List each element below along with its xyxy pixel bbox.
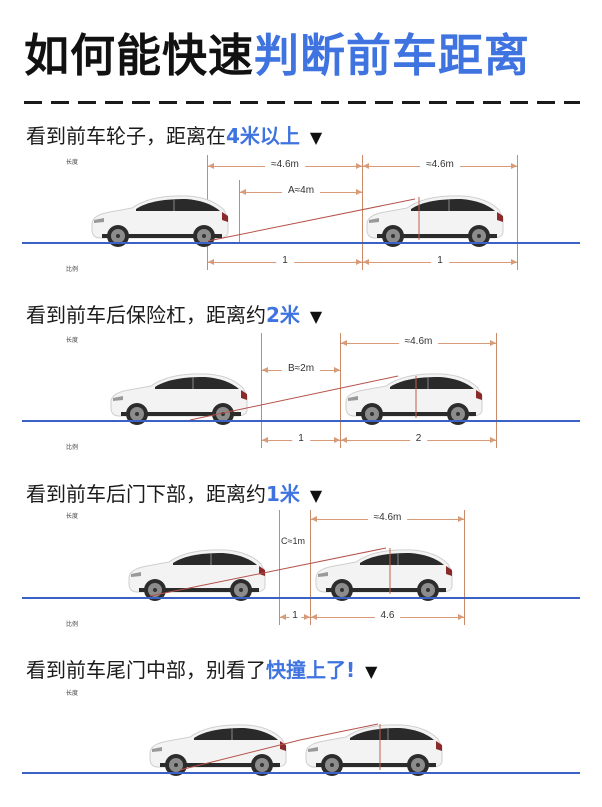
- heading-highlight: 快撞上了!: [266, 658, 356, 682]
- length-label: 长度: [66, 159, 79, 166]
- title-black-part: 如何能快速: [24, 29, 255, 82]
- ratio-label: 比例: [66, 621, 79, 628]
- dimension-car-length: ≈4.6m: [208, 159, 362, 172]
- dimension-ratio: 2: [341, 433, 496, 446]
- title-blue-part: 判断前车距离: [254, 29, 531, 82]
- heading-text: 看到前车轮子，距离在: [26, 124, 226, 148]
- guide-line: [239, 180, 240, 244]
- ground-line: [22, 597, 580, 599]
- down-triangle-icon: ▼: [309, 128, 323, 147]
- heading-highlight: 4米以上: [226, 124, 300, 148]
- length-label: 长度: [66, 690, 79, 697]
- heading-highlight: 2米: [266, 303, 300, 327]
- section-1-heading: 看到前车轮子，距离在4米以上 ▼: [26, 120, 322, 149]
- guide-line: [496, 333, 497, 448]
- down-triangle-icon: ▼: [309, 307, 323, 326]
- heading-highlight: 1米: [266, 482, 300, 506]
- section-4-heading: 看到前车尾门中部，别看了快撞上了! ▼: [26, 654, 377, 683]
- dimension-ratio: 1: [280, 610, 310, 623]
- dimension-car-length: ≈4.6m: [311, 512, 464, 525]
- dimension-car-length: ≈4.6m: [363, 159, 517, 172]
- guide-line: [362, 155, 363, 270]
- ground-line: [22, 772, 580, 774]
- heading-text: 看到前车尾门中部，别看了: [26, 658, 266, 682]
- guide-line: [340, 333, 341, 448]
- dimension-gap-label: C≈1m: [281, 536, 305, 546]
- dimension-car-length: ≈4.6m: [341, 336, 496, 349]
- down-triangle-icon: ▼: [365, 662, 378, 681]
- section-3-heading: 看到前车后门下部，距离约1米 ▼: [26, 478, 322, 507]
- guide-line: [279, 510, 280, 625]
- length-label: 长度: [66, 337, 79, 344]
- ground-line: [22, 242, 580, 244]
- ratio-label: 比例: [66, 444, 79, 451]
- down-triangle-icon: ▼: [309, 486, 323, 505]
- dimension-ratio: 4.6: [311, 610, 464, 623]
- guide-line: [517, 155, 518, 270]
- ground-line: [22, 420, 580, 422]
- dimension-ratio: 1: [262, 433, 340, 446]
- ratio-label: 比例: [66, 266, 79, 273]
- heading-text: 看到前车后门下部，距离约: [26, 482, 266, 506]
- guide-line: [310, 510, 311, 625]
- length-label: 长度: [66, 513, 79, 520]
- page-title: 如何能快速判断前车距离: [24, 28, 530, 84]
- section-2-heading: 看到前车后保险杠，距离约2米 ▼: [26, 299, 322, 328]
- dashed-divider: [24, 101, 580, 104]
- heading-text: 看到前车后保险杠，距离约: [26, 303, 266, 327]
- dimension-gap: A≈4m: [240, 185, 362, 198]
- dimension-ratio: 1: [208, 255, 362, 268]
- guide-line: [261, 333, 262, 448]
- guide-line: [464, 510, 465, 625]
- dimension-ratio: 1: [363, 255, 517, 268]
- dimension-gap: B≈2m: [262, 363, 340, 376]
